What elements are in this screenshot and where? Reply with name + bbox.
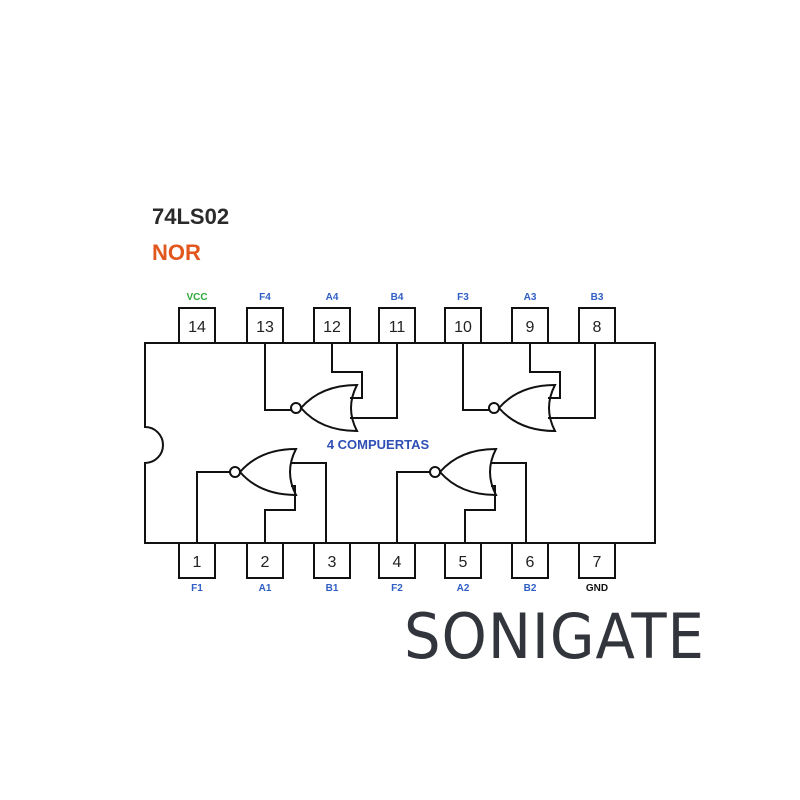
gate-2 (396, 447, 527, 543)
pin-1: 1F1 (178, 542, 216, 594)
center-label: 4 COMPUERTAS (327, 437, 430, 452)
pin-label: F2 (391, 583, 403, 594)
pin-label: B3 (591, 292, 604, 303)
inverter-bubble (429, 466, 441, 478)
pin-2: 2A1 (246, 542, 284, 594)
pin-3: 3B1 (313, 542, 351, 594)
pin-number: 11 (389, 319, 406, 336)
input-a-wire (331, 343, 363, 399)
pin-label: GND (586, 583, 608, 594)
pin-box (313, 307, 351, 344)
pin-label: A1 (259, 583, 272, 594)
pin-box (313, 542, 351, 579)
pin-label: B4 (391, 292, 404, 303)
input-b-wire (291, 462, 327, 543)
nor-gate-symbol (438, 447, 498, 497)
inverter-bubble (290, 402, 302, 414)
pin-number: 8 (593, 319, 602, 336)
gate-4 (264, 343, 398, 433)
gate-1 (196, 447, 327, 543)
pin-number: 7 (593, 554, 602, 571)
nor-gate-symbol (238, 447, 298, 497)
pin-12: 12 A4 (313, 292, 351, 344)
pin-number: 1 (193, 554, 202, 571)
pin-13: 13 F4 (246, 292, 284, 344)
pin-box (178, 307, 216, 344)
pin-5: 5A2 (444, 542, 482, 594)
inverter-bubble (229, 466, 241, 478)
pin-10: 10 F3 (444, 292, 482, 344)
output-wire (462, 343, 489, 411)
pin-8: 8 B3 (578, 292, 616, 344)
pin-box (246, 542, 284, 579)
pin-number: 10 (454, 319, 472, 336)
output-wire (196, 471, 230, 543)
pin-4: 4F2 (378, 542, 416, 594)
pin-number: 14 (188, 319, 206, 336)
pin-number: 13 (256, 319, 274, 336)
pin-11: 11 B4 (378, 292, 416, 344)
pin-box (246, 307, 284, 344)
pin-label: F4 (259, 292, 271, 303)
pin-label: A2 (457, 583, 470, 594)
output-wire (396, 471, 430, 543)
pin-label: VCC (186, 292, 207, 303)
pin-label: A4 (326, 292, 339, 303)
pin-number: 9 (526, 319, 535, 336)
pin-box (578, 542, 616, 579)
input-b-wire (548, 343, 596, 419)
chip-body (144, 342, 656, 544)
pin-number: 3 (328, 554, 337, 571)
gate-3 (462, 343, 596, 433)
gate-type: NOR (152, 240, 201, 265)
nor-gate-symbol (299, 383, 359, 433)
inverter-bubble (488, 402, 500, 414)
pin-number: 4 (393, 554, 402, 571)
pin-box (444, 307, 482, 344)
input-b-wire (491, 462, 527, 543)
pin-number: 2 (261, 554, 270, 571)
pin-number: 5 (459, 554, 468, 571)
pin-6: 6B2 (511, 542, 549, 594)
pin-label: B1 (326, 583, 339, 594)
pin-14: 14 VCC (178, 292, 216, 344)
pin-label: B2 (524, 583, 537, 594)
input-a-wire (464, 485, 496, 543)
pin-9: 9 A3 (511, 292, 549, 344)
pin-box (511, 542, 549, 579)
input-b-wire (350, 343, 398, 419)
input-a-wire (264, 485, 296, 543)
pin-number: 6 (526, 554, 535, 571)
pin-label: F1 (191, 583, 203, 594)
pin-box (578, 307, 616, 344)
pin-label: F3 (457, 292, 469, 303)
pin-number: 12 (323, 319, 341, 336)
pin-box (378, 542, 416, 579)
input-a-wire (529, 343, 561, 399)
output-wire (264, 343, 291, 411)
pin-label: A3 (524, 292, 537, 303)
chip-title: 74LS02 (152, 204, 230, 229)
pin-box (511, 307, 549, 344)
sonigate-logo: SONIGATE (404, 600, 705, 673)
pin-box (444, 542, 482, 579)
nor-gate-symbol (497, 383, 557, 433)
